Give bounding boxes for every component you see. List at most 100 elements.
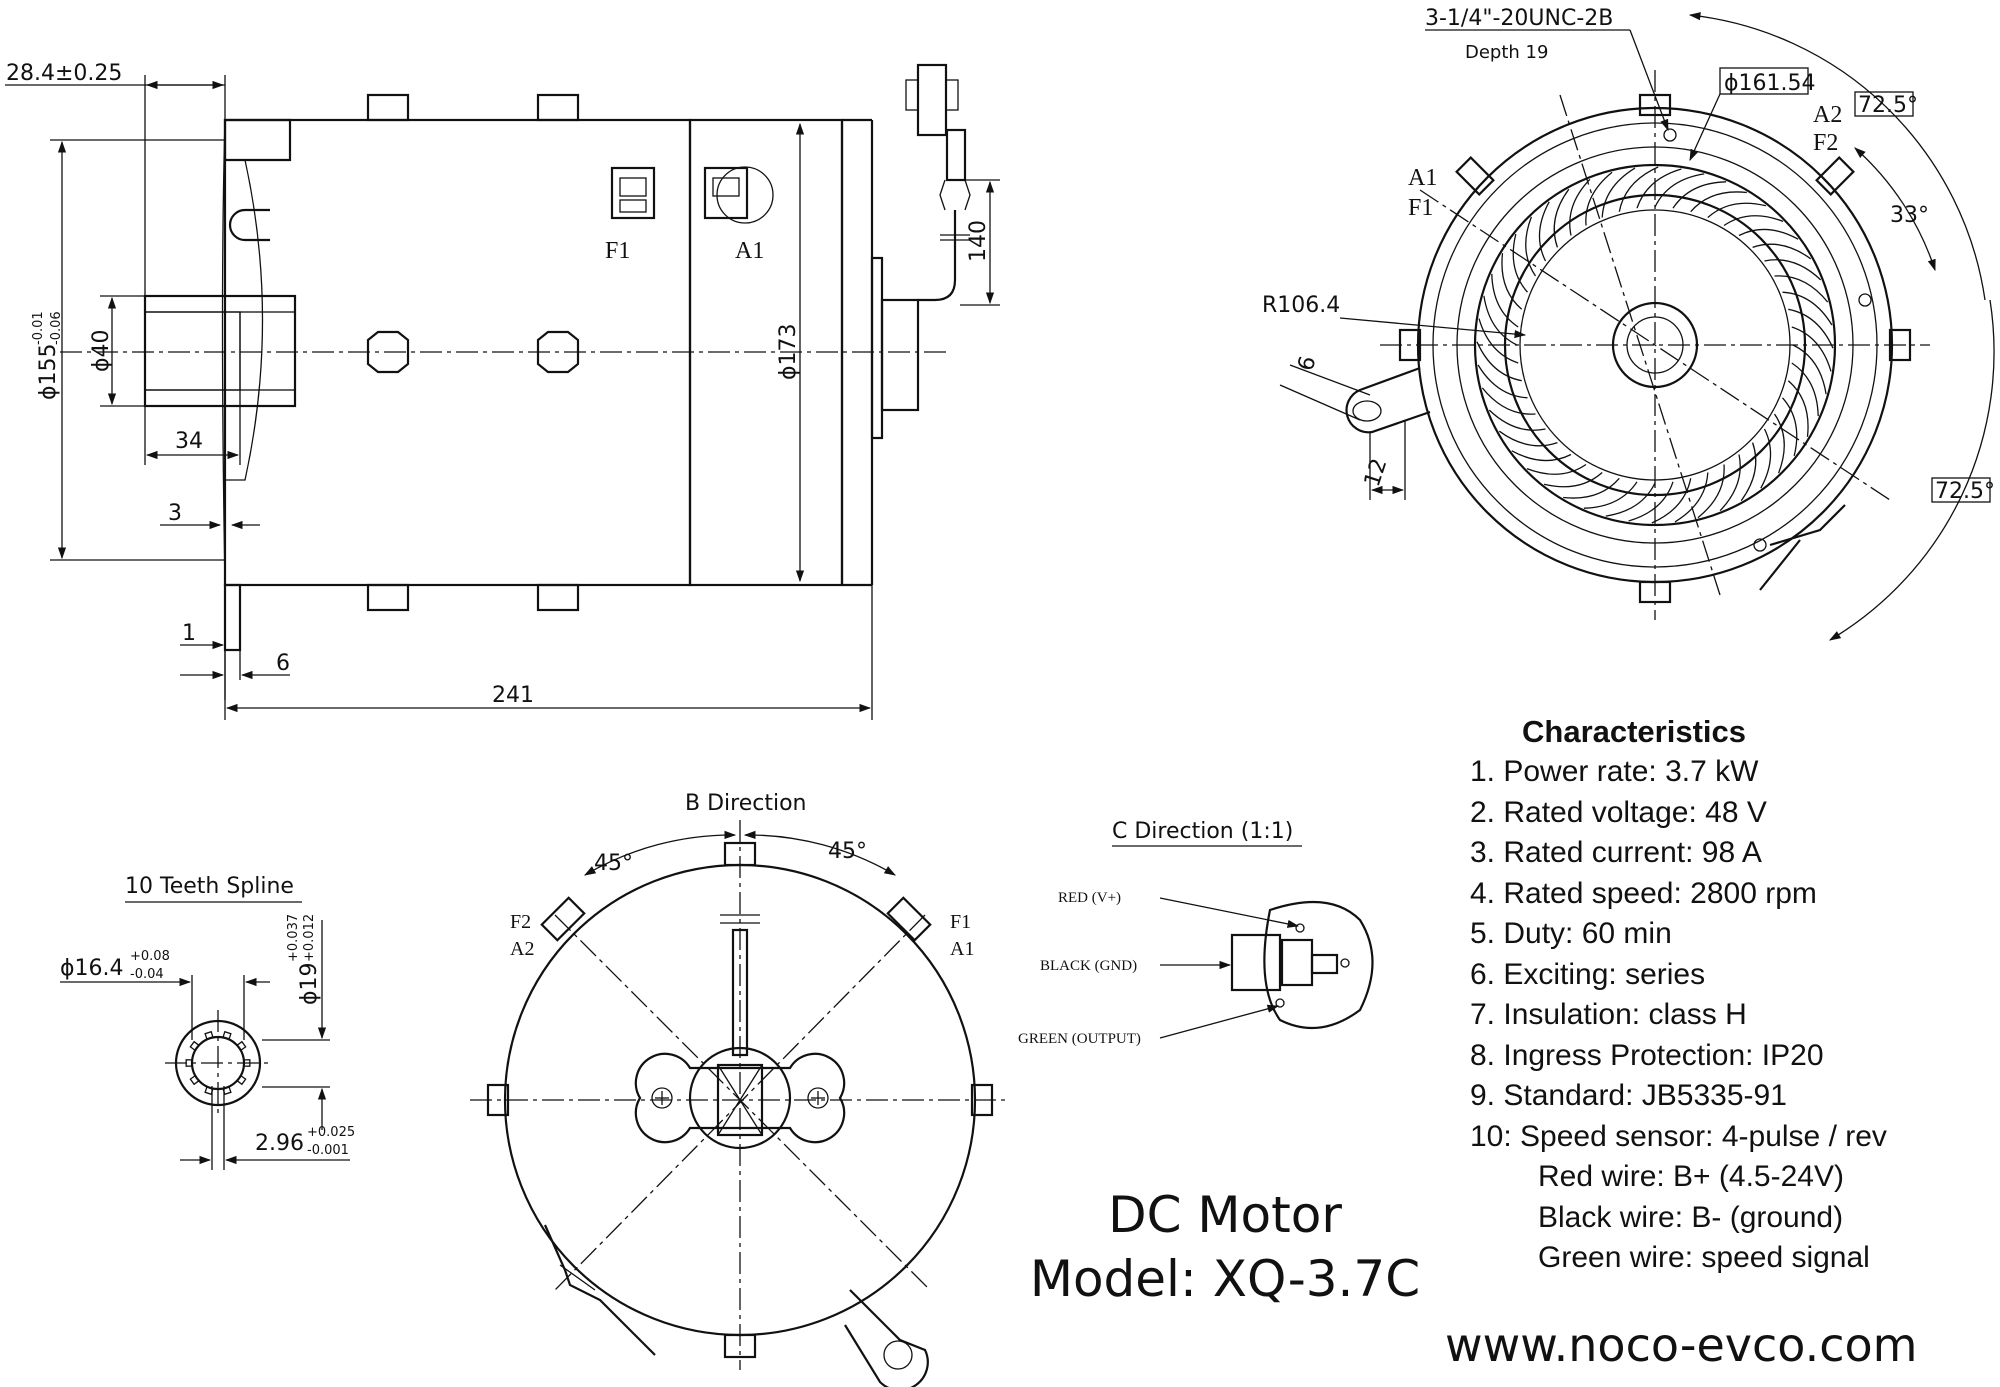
characteristic-item: 1. Power rate: 3.7 kW [1470, 755, 1759, 788]
label-a1: A1 [1408, 165, 1437, 191]
fan-blade [1782, 291, 1833, 326]
characteristic-subitem: Red wire: B+ (4.5-24V) [1538, 1160, 1844, 1193]
fan-blade [1674, 472, 1709, 523]
spline-major-dia: ϕ19 [297, 962, 322, 1005]
fan-blade [1538, 201, 1550, 262]
dim-flange-dia: ϕ155 [36, 343, 61, 400]
fan-blade [1697, 464, 1725, 519]
fan-blade [1791, 362, 1819, 417]
fan-blade [1738, 228, 1799, 240]
fan-blade [1526, 463, 1587, 475]
fan-blade [1563, 477, 1620, 499]
angle-top: 72.5° [1858, 93, 1918, 118]
website-url[interactable]: www.noco-evco.com [1445, 1318, 1918, 1372]
characteristic-subitem: Black wire: B- (ground) [1538, 1200, 1844, 1234]
fan-blade [1791, 326, 1832, 372]
fan-blade [1618, 166, 1659, 212]
product-title: DC Motor Model: XQ-3.7C [1010, 1183, 1440, 1311]
spline-tooth-tol-lower: -0.001 [307, 1143, 349, 1158]
fan-blade [1636, 168, 1682, 209]
dim-cable-140: 140 [966, 220, 991, 262]
dim-bore-dia: ϕ40 [89, 329, 114, 372]
b-angle-left: 45° [594, 851, 633, 876]
b-label-f2: F2 [510, 911, 531, 933]
terminal-f1-graphic [610, 166, 656, 220]
dim-flange-3: 3 [168, 501, 182, 526]
terminal-f1-label: F1 [605, 238, 630, 264]
c-wire-green: GREEN (OUTPUT) [1018, 1031, 1141, 1047]
fan-blade [1483, 295, 1518, 346]
dim-flange-dia-tol-upper: -0.01 [31, 311, 46, 345]
c-direction-view: C Direction (1:1) RED (V+) BLACK (GND) G… [1018, 819, 1374, 1047]
spline-tooth [189, 1040, 200, 1051]
fan-blade [1583, 481, 1638, 509]
angle-bottom: 72.5° [1935, 479, 1995, 504]
characteristics-heading: Characteristics [1522, 714, 1747, 749]
spline-teeth [185, 1030, 251, 1096]
b-view-title: B Direction [685, 791, 806, 816]
terminal-a1-graphic [703, 166, 774, 224]
b-direction-view: B Direction 45° 45° [470, 791, 1010, 1387]
fan-blade [1525, 216, 1537, 277]
product-name: DC Motor [1108, 1186, 1342, 1244]
dim-6: 6 [276, 651, 290, 676]
fan-blade [1501, 253, 1523, 310]
fan-blade [1787, 380, 1809, 437]
dim-slot-12: 12 [1360, 455, 1392, 489]
c-wire-red: RED (V+) [1058, 890, 1121, 906]
dim-flange-dia-tol-lower: -0.06 [49, 311, 64, 345]
dim-slot-6: 6 [1294, 354, 1322, 374]
fan-blade [1512, 233, 1528, 293]
dim-shaft-length: 28.4±0.25 [6, 61, 122, 86]
fan-blade [1553, 188, 1570, 248]
fan-blade [1569, 178, 1591, 236]
spline-minor-tol-lower: -0.04 [130, 967, 164, 982]
dim-body-dia: ϕ173 [776, 323, 801, 380]
fan-blade [1760, 428, 1772, 489]
spline-tooth [236, 1040, 247, 1051]
c-wire-black: BLACK (GND) [1040, 958, 1137, 974]
label-f2: F2 [1813, 130, 1838, 156]
dim-bore-depth: 34 [175, 429, 203, 454]
radius: R106.4 [1262, 293, 1340, 318]
fan-blade [1707, 202, 1767, 218]
thread-callout: 3-1/4"-20UNC-2B [1425, 6, 1613, 31]
fan-blade [1788, 308, 1834, 349]
fan-blade [1605, 482, 1656, 517]
fan-blade [1481, 387, 1536, 415]
characteristic-item: 7. Insulation: class H [1470, 998, 1747, 1031]
fan-blades [1476, 166, 1834, 524]
fan-blade [1498, 430, 1558, 447]
characteristic-item: 3. Rated current: 98 A [1470, 836, 1762, 869]
fan-blade [1719, 454, 1741, 512]
product-model: Model: XQ-3.7C [1029, 1250, 1421, 1308]
spline-tooth [189, 1075, 200, 1086]
thread-depth: Depth 19 [1465, 42, 1548, 63]
b-label-a2: A2 [510, 938, 534, 960]
spline-tooth-width: 2.96 [255, 1131, 304, 1156]
end-view: 3-1/4"-20UNC-2B Depth 19 ϕ161.54 R106.4 … [1262, 6, 1995, 641]
connector-graphic [905, 63, 971, 302]
fan-blade [1491, 273, 1519, 328]
label-a2: A2 [1813, 102, 1842, 128]
b-label-f1: F1 [950, 911, 971, 933]
dim-total-length: 241 [492, 683, 534, 708]
spline-tooth-tol-upper: +0.025 [307, 1125, 355, 1140]
fan-blade [1740, 442, 1757, 502]
dim-1: 1 [182, 621, 196, 646]
fan-blade [1488, 409, 1546, 431]
b-label-a1: A1 [950, 938, 974, 960]
spline-view: 10 Teeth Spline ϕ16.4 +0.08 -0.04 ϕ19 +0… [60, 874, 355, 1170]
spline-minor-dia: ϕ16.4 [60, 956, 124, 981]
fan-blade [1585, 171, 1613, 226]
c-view-title: C Direction (1:1) [1112, 819, 1293, 844]
characteristic-item: 9. Standard: JB5335-91 [1470, 1079, 1787, 1112]
fan-blade [1476, 341, 1522, 382]
fan-blade [1752, 243, 1812, 260]
spline-title: 10 Teeth Spline [125, 874, 294, 899]
angle-mid: 33° [1890, 203, 1929, 228]
fan-blade [1774, 275, 1829, 303]
characteristic-item: 6. Exciting: series [1470, 957, 1706, 991]
label-f1: F1 [1408, 195, 1433, 221]
